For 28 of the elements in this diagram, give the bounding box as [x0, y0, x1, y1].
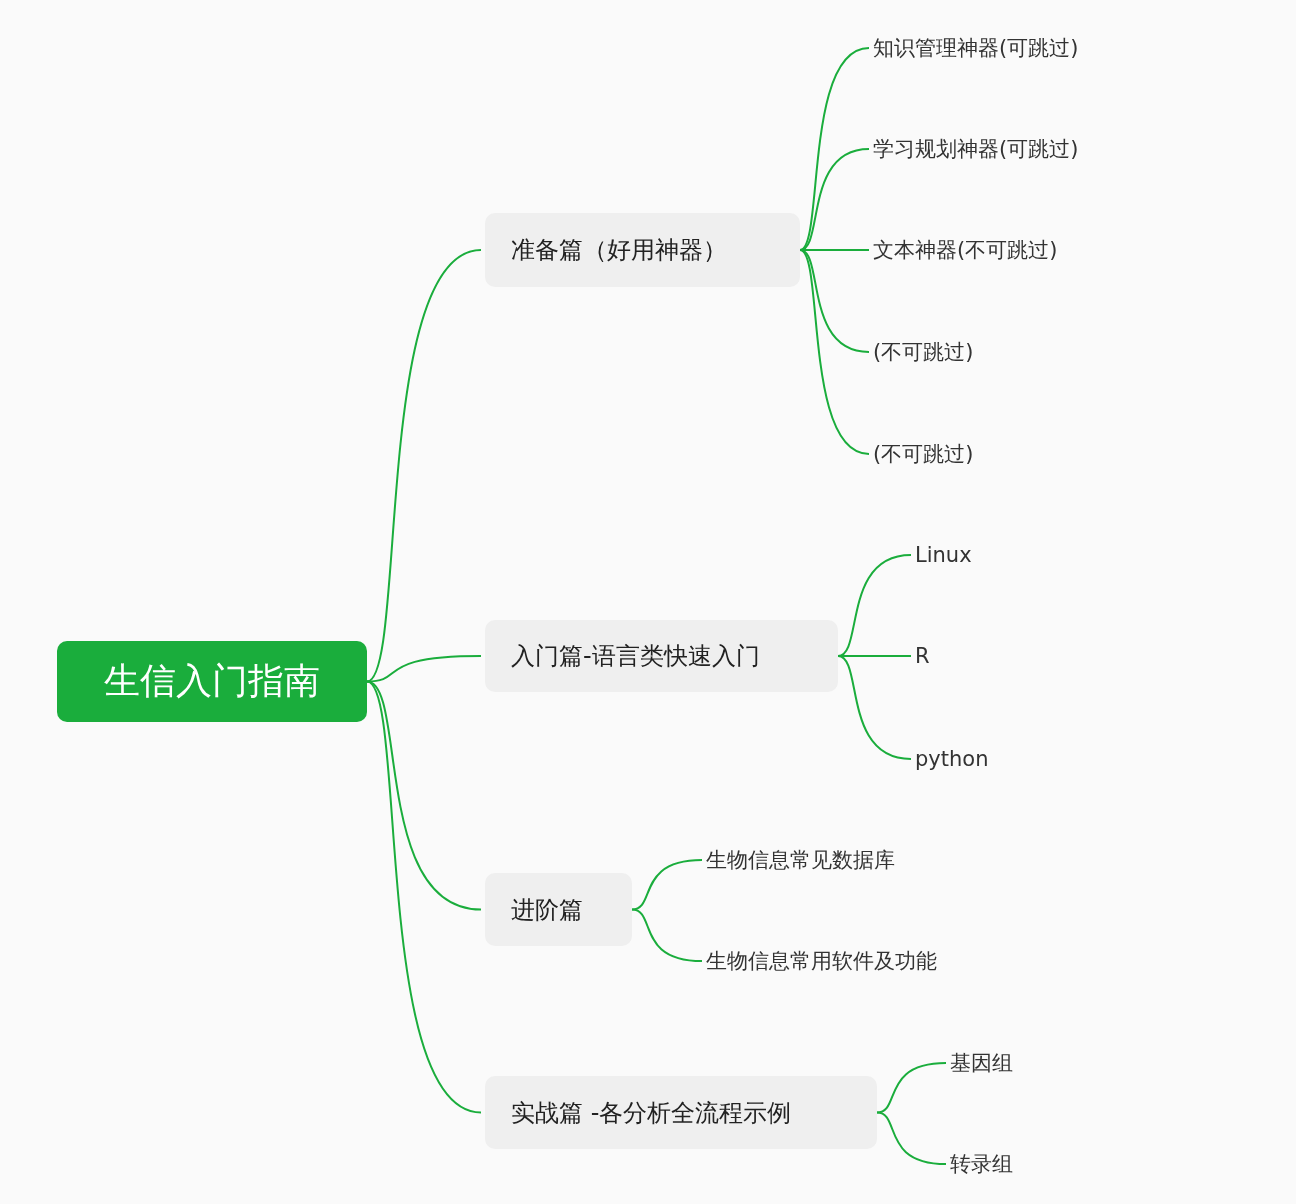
branch-line: [799, 249, 870, 455]
branch-line: [366, 655, 482, 683]
branch-line: [799, 148, 870, 251]
branch-label: Linux: [915, 540, 972, 570]
branch-line: [631, 908, 703, 962]
branch-label: 生物信息常见数据库: [706, 845, 895, 875]
branch-line: [876, 1062, 947, 1114]
branch-label: python: [915, 744, 989, 774]
branch-label: 生物信息常用软件及功能: [706, 946, 937, 976]
branch-label: 转录组: [950, 1149, 1013, 1179]
branch-line: [837, 655, 912, 760]
branch-label: 基因组: [950, 1048, 1013, 1078]
branch-label: R: [915, 641, 930, 671]
branch-label: (不可跳过): [873, 439, 974, 469]
branch-line: [631, 859, 703, 911]
branch-label: (不可跳过): [873, 337, 974, 367]
root-topic-box: 生信入门指南: [57, 641, 367, 722]
topic-box: 实战篇 -各分析全流程示例: [485, 1076, 877, 1149]
branch-label: 文本神器(不可跳过): [873, 235, 1058, 265]
topic-box: 入门篇-语言类快速入门: [485, 620, 838, 692]
topic-box: 准备篇（好用神器）: [485, 213, 800, 287]
branch-label: 知识管理神器(可跳过): [873, 33, 1079, 63]
branch-label: 学习规划神器(可跳过): [873, 134, 1079, 164]
branch-line: [799, 249, 870, 353]
branch-line: [366, 680, 482, 1114]
topic-box: 进阶篇: [485, 873, 632, 946]
branch-line: [876, 1111, 947, 1165]
branch-line: [837, 554, 912, 657]
